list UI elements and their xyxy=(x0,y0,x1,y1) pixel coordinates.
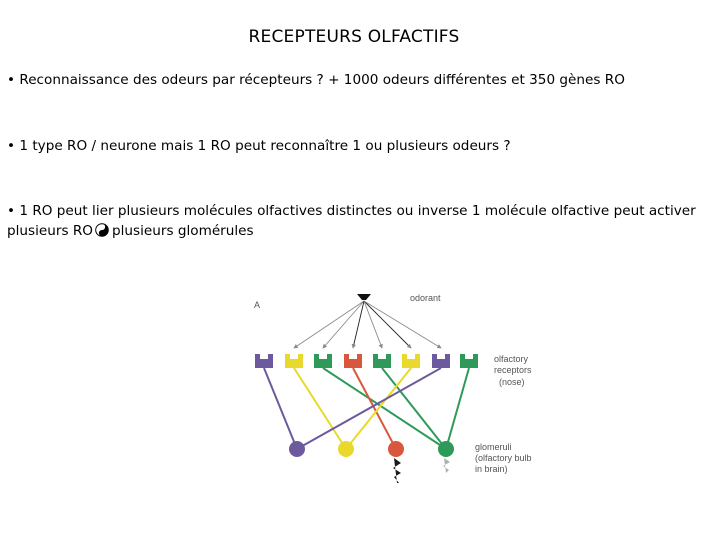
receptor-green xyxy=(373,354,391,368)
axon-purple xyxy=(263,367,298,450)
bullet-item: • Reconnaissance des odeurs par récepteu… xyxy=(7,70,707,90)
binding-arrow xyxy=(363,300,412,349)
glomerulus-red xyxy=(388,441,404,457)
axon-yellow xyxy=(293,367,347,450)
binding-arrow xyxy=(363,300,442,349)
odorant-binding-arrows xyxy=(293,300,442,349)
receptors-label-line: olfactory xyxy=(494,354,529,364)
receptor-purple xyxy=(255,354,273,368)
receptor-red xyxy=(344,354,362,368)
odorant-label: odorant xyxy=(410,293,441,303)
olfactory-receptor-diagram: A odorant olfactory receptors (nose) glo… xyxy=(254,293,532,483)
axon-red xyxy=(352,367,397,450)
receptor-row xyxy=(255,354,478,368)
signal-spike-icon xyxy=(443,458,450,473)
bullet-item: • 1 type RO / neurone mais 1 RO peut rec… xyxy=(7,136,707,156)
receptor-green xyxy=(460,354,478,368)
slide-title: RECEPTEURS OLFACTIFS xyxy=(248,27,460,47)
binding-arrow xyxy=(363,300,383,349)
bullet-text: 1 type RO / neurone mais 1 RO peut recon… xyxy=(19,138,511,154)
receptor-yellow xyxy=(285,354,303,368)
receptor-yellow xyxy=(402,354,420,368)
bullet-marker: • xyxy=(7,72,16,88)
bullet-item: • 1 RO peut lier plusieurs molécules olf… xyxy=(7,201,707,241)
axon-projections xyxy=(263,367,470,450)
glomeruli-row xyxy=(289,441,454,483)
yin-yang-icon xyxy=(95,223,109,237)
odorant-molecule xyxy=(357,294,371,300)
binding-arrow xyxy=(351,300,365,349)
axon-green xyxy=(381,367,447,450)
bullet-text: Reconnaissance des odeurs par récepteurs… xyxy=(19,72,625,88)
receptors-label-line: receptors xyxy=(494,365,532,375)
axon-green xyxy=(322,367,447,450)
bullet-marker: • xyxy=(7,138,16,154)
glomeruli-label-line: (olfactory bulb xyxy=(475,453,532,463)
axon-purple xyxy=(296,367,442,450)
bullet-text: plusieurs glomérules xyxy=(112,223,254,239)
receptor-green xyxy=(314,354,332,368)
glomerulus-purple xyxy=(289,441,305,457)
panel-label: A xyxy=(254,300,260,310)
receptors-label-line: (nose) xyxy=(499,377,525,387)
axon-yellow xyxy=(345,367,412,450)
signal-spike-icon xyxy=(393,458,401,483)
binding-arrow xyxy=(293,300,365,349)
binding-arrow xyxy=(322,300,365,349)
glomerulus-green xyxy=(438,441,454,457)
glomerulus-yellow xyxy=(338,441,354,457)
receptor-purple xyxy=(432,354,450,368)
bullet-text: 1 RO peut lier plusieurs molécules olfac… xyxy=(7,203,696,239)
bullet-marker: • xyxy=(7,203,16,219)
axon-green xyxy=(445,367,470,450)
glomeruli-label-line: glomeruli xyxy=(475,442,512,452)
glomeruli-label-line: in brain) xyxy=(475,464,508,474)
